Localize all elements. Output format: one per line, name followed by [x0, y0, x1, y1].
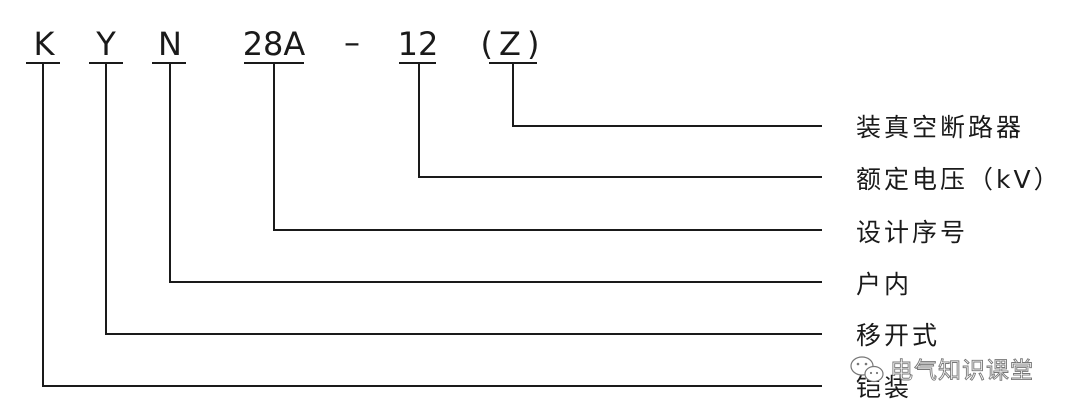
code-dash: – [344, 23, 360, 61]
label-indoor: 户内 [856, 270, 912, 299]
label-rated-voltage: 额定电压（kV） [856, 165, 1062, 194]
leader-n [169, 63, 822, 283]
code-design: 28A [243, 25, 306, 63]
watermark: 电气知识课堂 [850, 356, 1034, 384]
code-voltage: 12 [398, 25, 439, 63]
code-y: Y [95, 25, 116, 63]
label-breaker: 装真空断路器 [856, 113, 1024, 142]
leader-design [273, 63, 822, 231]
watermark-text: 电气知识课堂 [890, 358, 1034, 384]
label-withdrawable: 移开式 [856, 321, 940, 350]
leader-k [42, 63, 822, 387]
label-design-no: 设计序号 [856, 218, 968, 247]
leader-z [512, 63, 822, 127]
leader-y [105, 63, 822, 335]
code-z: (Z) [481, 25, 546, 63]
label-armored: 铠装 [856, 373, 912, 402]
code-k: K [34, 25, 56, 63]
wechat-icon [850, 356, 884, 383]
leader-voltage [418, 63, 822, 178]
code-n: N [158, 25, 182, 63]
